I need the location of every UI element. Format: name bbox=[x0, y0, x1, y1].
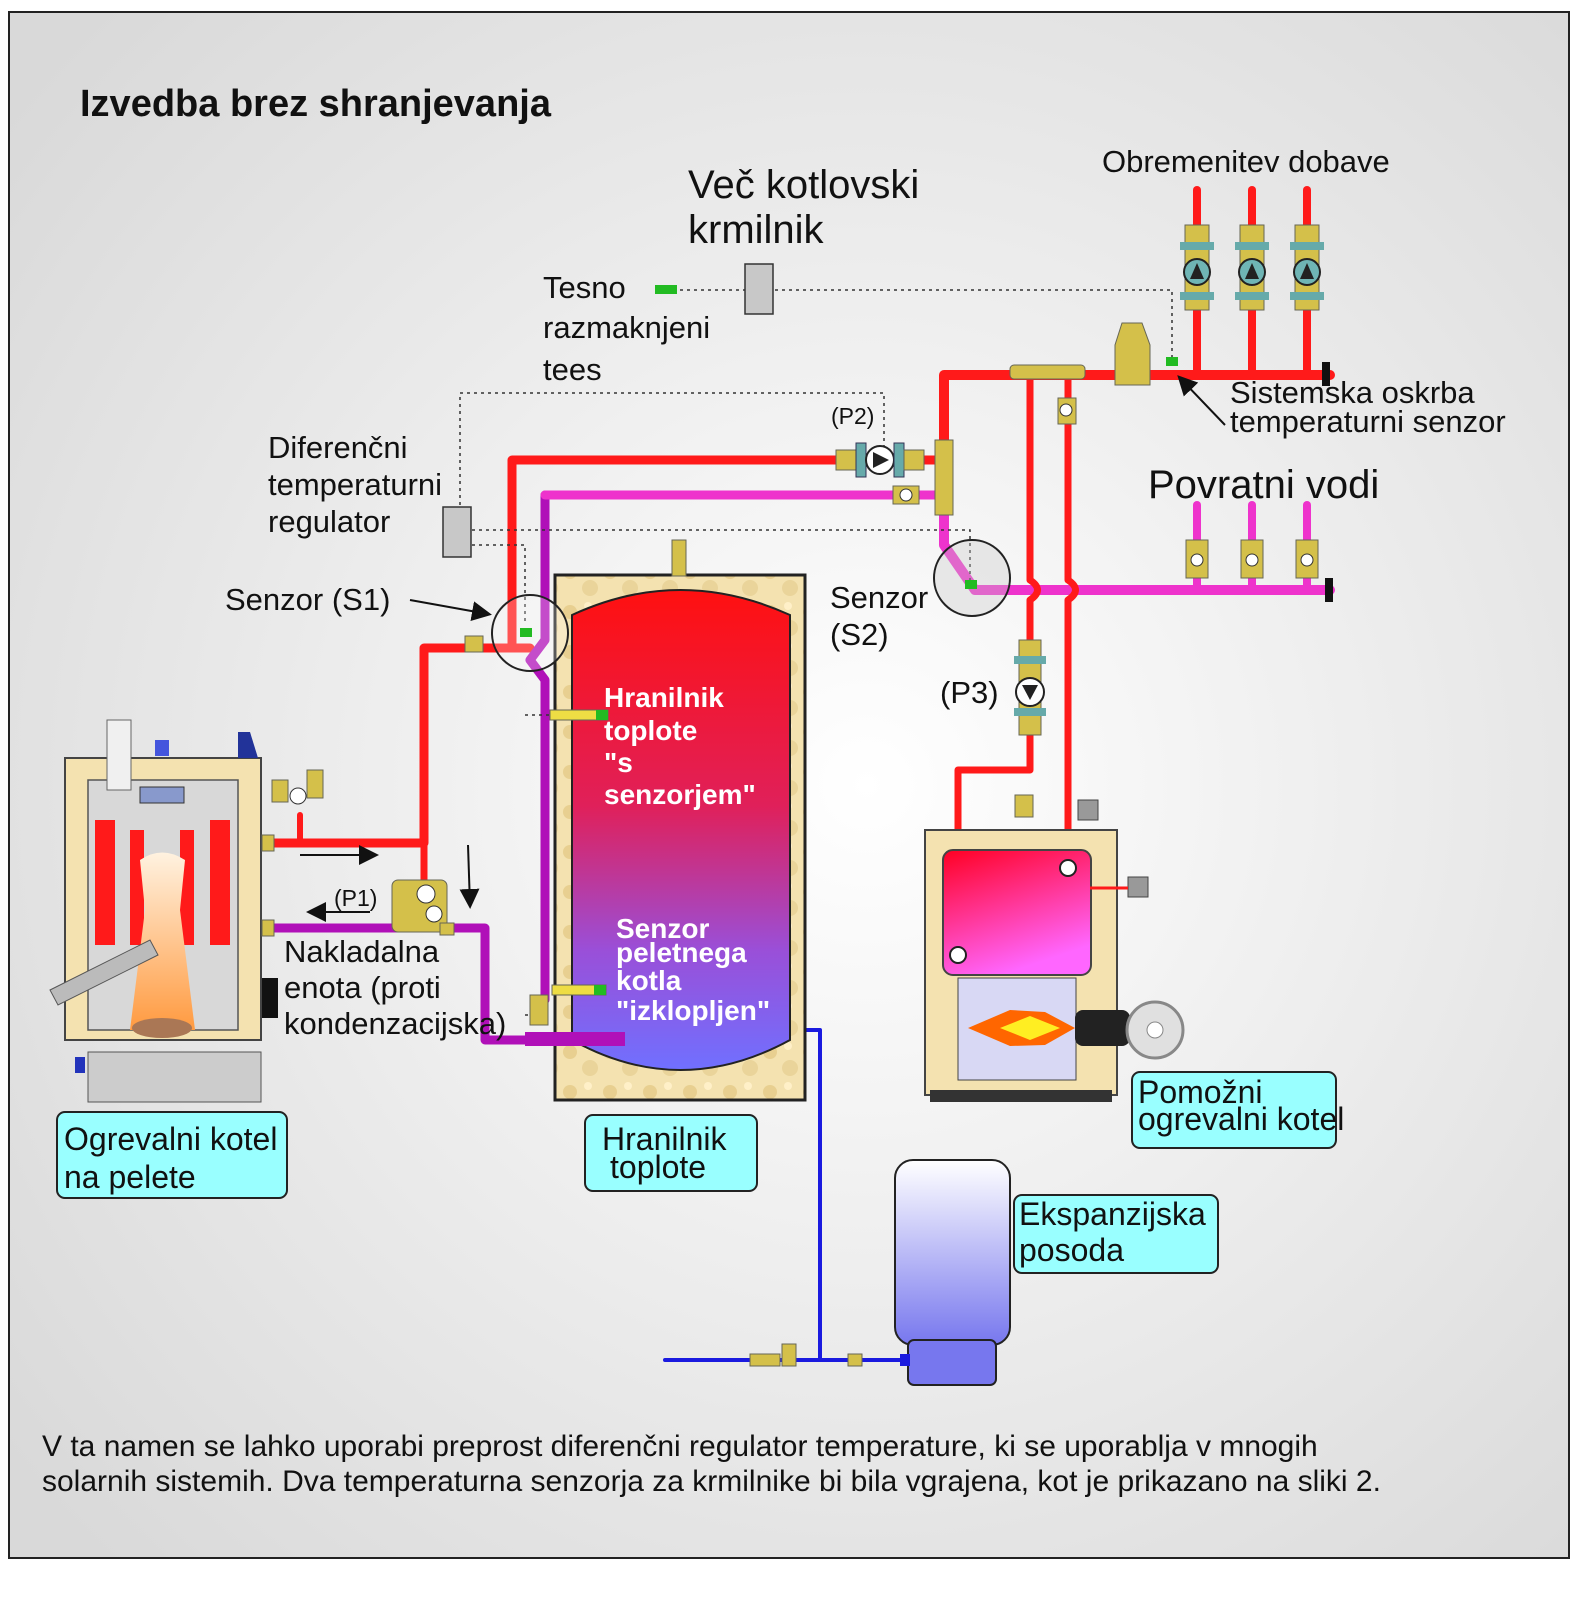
system-sensor-label-2: temperaturni senzor bbox=[1230, 404, 1506, 439]
returns-label: Povratni vodi bbox=[1148, 463, 1379, 507]
header-tee bbox=[1009, 364, 1086, 380]
sensor-s2 bbox=[965, 580, 977, 589]
loading-unit-label-3: kondenzacijska) bbox=[284, 1006, 506, 1041]
system-sensor-label-1: Sistemska oskrba bbox=[1230, 375, 1475, 410]
cold-water-valves bbox=[749, 1343, 863, 1367]
multi-boiler-controller[interactable] bbox=[744, 263, 774, 315]
storage-tank-box: Hranilnik toplote bbox=[584, 1114, 758, 1192]
aux-boiler-box-line-2: ogrevalni kotel bbox=[1138, 1101, 1344, 1137]
storage-tank bbox=[525, 539, 807, 1102]
supply-header-cap bbox=[1322, 362, 1330, 386]
pump-p2[interactable] bbox=[835, 442, 925, 505]
return-header-pipe bbox=[939, 495, 1335, 595]
control-box bbox=[262, 978, 278, 1018]
fan-grille bbox=[139, 786, 185, 804]
auger bbox=[49, 939, 159, 1006]
pellet-safety-valve bbox=[271, 769, 324, 805]
expansion-tank-box-line-1: Ekspanzijska bbox=[1019, 1196, 1206, 1232]
tank-text-2: toplote bbox=[604, 715, 697, 746]
primary-supply-pipe bbox=[507, 455, 945, 653]
caption-line-1: V ta namen se lahko uporabi preprost dif… bbox=[42, 1430, 1318, 1463]
loading-unit-p1[interactable] bbox=[391, 879, 455, 936]
control-knob bbox=[155, 740, 169, 756]
tank-drain-valve bbox=[529, 994, 549, 1026]
aux-return-pipe bbox=[1064, 371, 1079, 869]
supply-header-pipe bbox=[939, 370, 1335, 465]
burner bbox=[1075, 1010, 1130, 1046]
diff-controller-label-1: Diferenčni bbox=[268, 430, 408, 465]
system-supply-sensor bbox=[1166, 357, 1178, 366]
pellet-boiler-box-line-1: Ogrevalni kotel bbox=[64, 1121, 277, 1157]
tees-label-2: razmaknjeni bbox=[543, 310, 710, 345]
pellets bbox=[132, 1018, 192, 1038]
tank-sensor-label: Hranilnik toplote "s senzorjem" Senzor p… bbox=[604, 682, 770, 1026]
sensor-s2-label-2: (S2) bbox=[830, 617, 889, 652]
aux-boiler-box-line-1: Pomožni bbox=[1138, 1074, 1263, 1110]
tees-label-3: tees bbox=[543, 352, 602, 387]
sensor-s1-label: Senzor (S1) bbox=[225, 582, 390, 617]
flow-arrows bbox=[300, 375, 1226, 922]
expansion-tank bbox=[894, 1159, 1011, 1386]
pellet-boiler-box: Ogrevalni kotel na pelete bbox=[56, 1111, 288, 1199]
loading-unit-label-1: Nakladalna bbox=[284, 934, 440, 969]
strainer bbox=[464, 635, 484, 653]
pump-p3-label: (P3) bbox=[940, 675, 999, 710]
pump-p1-label: (P1) bbox=[334, 885, 377, 911]
page-title: Izvedba brez shranjevanja bbox=[80, 83, 552, 125]
load-pumps[interactable] bbox=[1180, 224, 1324, 311]
tees-sensor bbox=[655, 285, 677, 294]
caption-line-2: solarnih sistemih. Dva temperaturna senz… bbox=[42, 1465, 1381, 1498]
expansion-tank-box: Ekspanzijska posoda bbox=[1013, 1194, 1219, 1274]
tank-sensor-text-2: peletnega bbox=[616, 937, 747, 968]
chimney bbox=[106, 719, 132, 791]
ash-pan bbox=[87, 1051, 262, 1103]
sensor-s1 bbox=[520, 628, 532, 637]
tank-sensor-text-4: "izklopljen" bbox=[616, 995, 770, 1026]
air-separator bbox=[1114, 322, 1151, 386]
closely-spaced-tees bbox=[934, 439, 954, 516]
controller-label-1: Več kotlovski bbox=[688, 163, 919, 207]
sensor-s2-label-1: Senzor bbox=[830, 580, 928, 615]
tank-text-1: Hranilnik bbox=[604, 682, 724, 713]
load-pump-2[interactable] bbox=[1235, 224, 1269, 311]
pellet-boiler-box-line-2: na pelete bbox=[64, 1159, 196, 1195]
expansion-tank-box-line-2: posoda bbox=[1019, 1232, 1124, 1268]
pump-p2-label: (P2) bbox=[831, 403, 874, 429]
storage-tank-box-line-1: Hranilnik bbox=[602, 1121, 727, 1157]
diff-controller-label-2: temperaturni bbox=[268, 467, 442, 502]
aux-boiler bbox=[924, 794, 1185, 1102]
aux-safety-valve bbox=[1014, 794, 1034, 818]
flame bbox=[130, 852, 195, 1030]
return-valves[interactable] bbox=[1185, 539, 1319, 579]
controller-label-2: krmilnik bbox=[688, 208, 825, 252]
storage-tank-box-line-2: toplote bbox=[610, 1149, 706, 1185]
sensor-s2-circle bbox=[933, 539, 1011, 617]
tank-text-3: "s bbox=[604, 747, 633, 778]
aux-boiler-box: Pomožni ogrevalni kotel bbox=[1131, 1071, 1344, 1149]
load-pump-1[interactable] bbox=[1180, 224, 1214, 311]
load-supply-label: Obremenitev dobave bbox=[1102, 144, 1390, 179]
relief-branch-pipe bbox=[265, 812, 303, 846]
pellet-boiler bbox=[49, 719, 278, 1103]
tank-sensor-text-3: kotla bbox=[616, 965, 682, 996]
tank-sensor-text-1: Senzor bbox=[616, 913, 709, 944]
tank-air-vent bbox=[671, 539, 687, 577]
tank-text-4: senzorjem" bbox=[604, 779, 756, 810]
load-pump-3[interactable] bbox=[1290, 224, 1324, 311]
pump-p3[interactable] bbox=[1014, 639, 1046, 736]
differential-controller[interactable] bbox=[442, 506, 472, 558]
diff-controller-label-3: regulator bbox=[268, 504, 390, 539]
loading-unit-label-2: enota (proti bbox=[284, 970, 441, 1005]
return-header-cap bbox=[1325, 578, 1333, 602]
tees-label-1: Tesno bbox=[543, 270, 626, 305]
